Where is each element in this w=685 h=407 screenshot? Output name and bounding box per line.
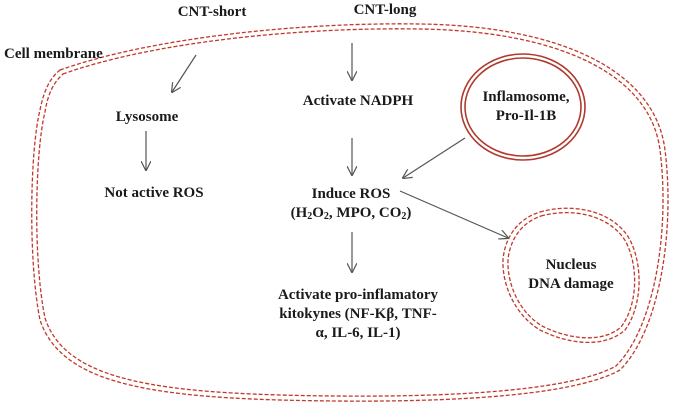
not-active-ros-label: Not active ROS bbox=[104, 185, 204, 201]
nucleus-label: Nucleus DNA damage bbox=[528, 256, 613, 294]
nucleus-outline-inner bbox=[507, 211, 636, 339]
inflamosome-label: Inflamosome, Pro-Il-1B bbox=[482, 88, 569, 126]
cell-membrane-label: Cell membrane bbox=[4, 46, 103, 62]
induce-ros-title: Induce ROS bbox=[311, 186, 391, 202]
arrow-induce-ros-to-nucleus bbox=[399, 190, 508, 238]
ros-species: (H2O2, MPO, CO2) bbox=[290, 205, 412, 222]
cytokines-label: Activate pro-inflamatory kitokynes (NF-K… bbox=[278, 286, 438, 343]
nucleus-label-line2: DNA damage bbox=[528, 276, 614, 292]
nucleus-label-line1: Nucleus bbox=[545, 257, 597, 273]
inflamosome-outline-outer bbox=[460, 53, 586, 161]
inflamosome-label-line1: Inflamosome, bbox=[482, 89, 570, 105]
nucleus-outline-outer bbox=[502, 207, 640, 344]
arrow-inflamosome-to-induce-ros bbox=[403, 137, 466, 178]
cell-membrane-inner bbox=[36, 28, 664, 397]
cnt-long-label: CNT-long bbox=[353, 2, 417, 18]
lysosome-label: Lysosome bbox=[115, 109, 179, 125]
cnt-short-label: CNT-short bbox=[177, 4, 247, 20]
induce-ros-label: Induce ROS (H2O2, MPO, CO2) bbox=[291, 185, 412, 226]
activate-nadph-label: Activate NADPH bbox=[302, 93, 414, 109]
cell-membrane-outer bbox=[31, 23, 669, 402]
arrow-cnt-short-to-lysosome bbox=[172, 54, 197, 92]
inflamosome-label-line2: Pro-Il-1B bbox=[495, 108, 557, 124]
cytokines-label-line2: kitokynes (NF-Kβ, TNF- bbox=[279, 306, 437, 322]
cytokines-label-line3: α, IL-6, IL-1) bbox=[315, 325, 401, 341]
cytokines-label-line1: Activate pro-inflamatory bbox=[277, 287, 439, 303]
inflamosome-outline-inner bbox=[464, 57, 582, 157]
